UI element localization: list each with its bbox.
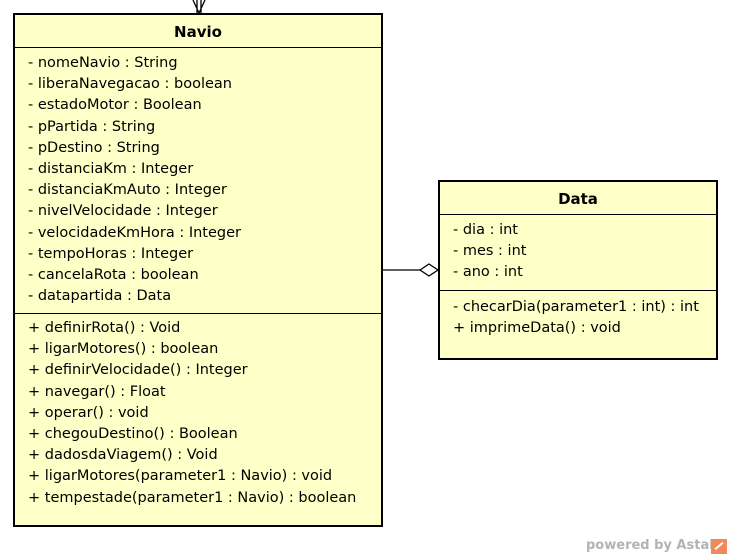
class-member: + definirVelocidade() : Integer [28, 362, 248, 379]
class-member: + ligarMotores(parameter1 : Navio) : voi… [28, 468, 333, 485]
class-name: Data [440, 182, 716, 215]
class-member: - distanciaKmAuto : Integer [28, 182, 227, 199]
class-member: + tempestade(parameter1 : Navio) : boole… [28, 489, 357, 506]
class-member: + imprimeData() : void [453, 320, 621, 337]
class-member: - estadoMotor : Boolean [28, 97, 202, 114]
class-member: + definirRota() : Void [28, 320, 181, 336]
class-member: + operar() : void [28, 404, 149, 421]
class-member: - pDestino : String [28, 139, 160, 156]
incoming-arrow [192, 0, 206, 15]
class-member: - ano : int [453, 264, 523, 281]
class-member: - pPartida : String [28, 118, 156, 135]
class-navio[interactable]: Navio - nomeNavio : String - liberaNavega… [13, 13, 383, 527]
class-member: + ligarMotores() : boolean [28, 341, 219, 358]
attributes-section: - nomeNavio : String - liberaNavegacao : … [15, 48, 381, 313]
class-member: + chegouDestino() : Boolean [28, 425, 238, 442]
class-member: - mes : int [453, 243, 527, 260]
class-member: - dia : int [453, 222, 518, 238]
class-member: - velocidadeKmHora : Integer [28, 224, 241, 241]
class-member: - datapartida : Data [28, 288, 172, 305]
attributes-section: - dia : int - mes : int - ano : int [440, 215, 716, 290]
class-member: - nivelVelocidade : Integer [28, 203, 218, 220]
class-member: - tempoHoras : Integer [28, 245, 194, 262]
class-member: - distanciaKm : Integer [28, 160, 194, 177]
class-member: + navegar() : Float [28, 383, 166, 400]
astah-logo-icon [711, 539, 727, 554]
class-name: Navio [15, 15, 381, 48]
class-member: + dadosdaViagem() : Void [28, 447, 218, 464]
class-data[interactable]: Data - dia : int - mes : int - ano : int -… [438, 180, 718, 360]
class-member: - nomeNavio : String [28, 55, 178, 71]
watermark: powered by Astah [586, 538, 719, 553]
class-member: - liberaNavegacao : boolean [28, 76, 232, 93]
operations-section: + definirRota() : Void + ligarMotores() :… [15, 313, 381, 509]
operations-section: - checarDia(parameter1 : int) : int + imp… [440, 290, 716, 339]
class-member: - cancelaRota : boolean [28, 266, 199, 283]
aggregation-diamond-icon [418, 263, 440, 277]
class-member: - checarDia(parameter1 : int) : int [453, 299, 699, 315]
